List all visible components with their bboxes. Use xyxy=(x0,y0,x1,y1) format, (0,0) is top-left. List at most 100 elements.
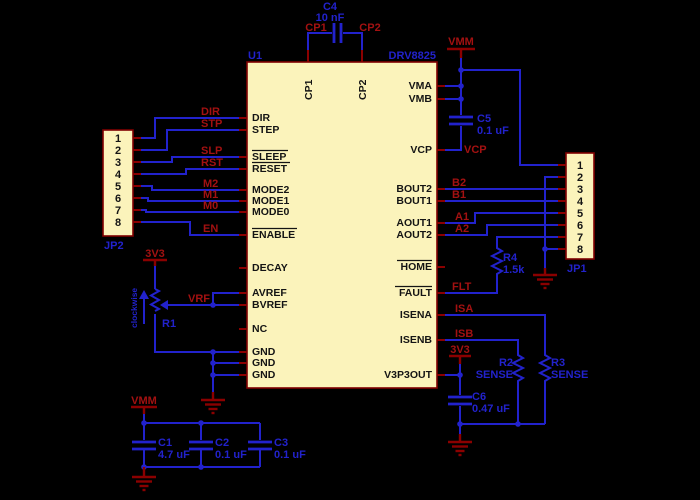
net-label-rst: RST xyxy=(201,157,223,169)
ic-pin-mode1: MODE1 xyxy=(252,195,290,207)
ic-pin-fault: FAULT xyxy=(399,287,433,299)
resistor-r4 xyxy=(489,245,505,278)
r3-ref: R3 xyxy=(551,357,565,369)
net-label-3v3-right: 3V3 xyxy=(450,344,470,356)
resistor-r1-pot xyxy=(148,288,162,312)
wire-r1-bottom xyxy=(154,314,213,353)
wire-m1 xyxy=(141,197,239,202)
net-label-m2: M2 xyxy=(203,178,218,190)
r1-clockwise-note: clockwise xyxy=(129,288,139,328)
jp2-pin-6: 6 xyxy=(115,193,121,205)
wire-en xyxy=(141,221,239,236)
c1-value: 4.7 uF xyxy=(158,449,190,461)
wire-isb xyxy=(445,339,519,352)
jp1-body xyxy=(565,152,595,260)
ic-pin-isena: ISENA xyxy=(400,309,433,321)
resistor-r2 xyxy=(510,352,526,390)
net-label-3v3-pot: 3V3 xyxy=(145,248,165,260)
ic-pin-avref: AVREF xyxy=(252,287,287,299)
ic-pin-gnd2: GND xyxy=(252,357,276,369)
ic-pin-nc: NC xyxy=(252,323,268,335)
wire-vcp xyxy=(445,126,462,151)
cap-c2-plates xyxy=(189,440,213,451)
wire-stp xyxy=(141,129,239,151)
ic-pin-gnd3: GND xyxy=(252,369,276,381)
resistor-r3 xyxy=(537,352,553,390)
ground-icon xyxy=(531,273,559,290)
c6-ref: C6 xyxy=(472,391,486,403)
jp2-connector: 1 2 3 4 5 6 7 8 JP2 xyxy=(104,133,124,252)
net-label-isa: ISA xyxy=(455,303,473,315)
jp1-pin-5: 5 xyxy=(577,208,583,220)
net-label-b2: B2 xyxy=(452,177,466,189)
cap-c5-plates xyxy=(449,115,473,126)
c2-ref: C2 xyxy=(215,437,229,449)
component-labels: C4 10 nF C5 0.1 uF C6 0.47 uF R4 1.5k R2… xyxy=(129,1,588,461)
c2-value: 0.1 uF xyxy=(215,449,247,461)
ic-pin-vcp: VCP xyxy=(410,144,432,156)
net-label-a2: A2 xyxy=(455,223,469,235)
net-label-en: EN xyxy=(203,223,218,235)
ic-pin-sleep: SLEEP xyxy=(252,151,286,163)
r4-value: 1.5k xyxy=(503,264,525,276)
wire-slp xyxy=(141,156,239,163)
power-symbols xyxy=(130,47,559,492)
net-label-vcp: VCP xyxy=(464,144,487,156)
ic-pin-cp1: CP1 xyxy=(303,79,315,100)
cap-c4-plates xyxy=(332,23,343,43)
ground-icon xyxy=(130,475,158,492)
net-label-cp1: CP1 xyxy=(305,22,326,34)
wire-a2 xyxy=(445,224,558,236)
ic-pin-bvref: BVREF xyxy=(252,299,288,311)
net-label-m1: M1 xyxy=(203,189,218,201)
c5-ref: C5 xyxy=(477,113,491,125)
ic-pin-mode0: MODE0 xyxy=(252,206,290,218)
vmm-bottom-supply-bar xyxy=(131,405,157,414)
ic-pin-home: HOME xyxy=(401,261,433,273)
jp1-pin-8: 8 xyxy=(577,244,583,256)
net-label-m0: M0 xyxy=(203,200,218,212)
c3-value: 0.1 uF xyxy=(274,449,306,461)
net-label-flt: FLT xyxy=(452,281,472,293)
net-label-b1: B1 xyxy=(452,189,466,201)
wire-flt-r4 xyxy=(445,236,558,294)
jp2-pin-8: 8 xyxy=(115,217,121,229)
wire-ic-gnd xyxy=(212,351,239,392)
jp1-connector: 1 2 3 4 5 6 7 8 JP1 xyxy=(567,160,587,275)
net-label-dir: DIR xyxy=(201,106,220,118)
jp2-pin-1: 1 xyxy=(115,133,121,145)
jp1-pin-6: 6 xyxy=(577,220,583,232)
ic-pin-vmb: VMB xyxy=(409,93,433,105)
net-label-vmm-top: VMM xyxy=(448,36,474,48)
ic-pin-mode2: MODE2 xyxy=(252,184,290,196)
net-label-isb: ISB xyxy=(455,328,473,340)
ic-pin-bout1: BOUT1 xyxy=(396,195,432,207)
c5-value: 0.1 uF xyxy=(477,125,509,137)
jp2-pin-3: 3 xyxy=(115,157,121,169)
wire-vref xyxy=(168,292,239,306)
vmm-top-supply-bar xyxy=(447,47,475,58)
ic-pin-dir: DIR xyxy=(252,112,271,124)
ic-pin-aout1: AOUT1 xyxy=(396,217,432,229)
ic-left-pin-labels: DIR STEP SLEEP RESET MODE2 MODE1 MODE0 E… xyxy=(252,112,297,381)
net-label-stp: STP xyxy=(201,118,222,130)
wire-rst xyxy=(141,168,239,175)
jp1-pin-4: 4 xyxy=(577,196,584,208)
v3v3-right-supply-bar xyxy=(449,354,471,364)
ic-pin-enable: ENABLE xyxy=(252,229,295,241)
pin-stubs xyxy=(133,50,566,376)
ic-pin-aout2: AOUT2 xyxy=(396,229,432,241)
r1-clockwise-arrow-head xyxy=(139,290,149,299)
wire-isa xyxy=(445,314,546,352)
ic-pin-isenb: ISENB xyxy=(400,334,433,346)
cap-c1-plates xyxy=(132,440,156,451)
ic-pin-vma: VMA xyxy=(409,80,433,92)
jp1-pin-2: 2 xyxy=(577,172,583,184)
net-label-vmm-bottom: VMM xyxy=(131,395,157,407)
cap-c6-plates xyxy=(448,395,472,406)
r4-ref: R4 xyxy=(503,252,518,264)
jp2-ref: JP2 xyxy=(104,240,124,252)
r2-ref: R2 xyxy=(499,357,513,369)
v3v3-pot-supply-bar xyxy=(143,258,167,266)
jp1-ref: JP1 xyxy=(567,263,587,275)
